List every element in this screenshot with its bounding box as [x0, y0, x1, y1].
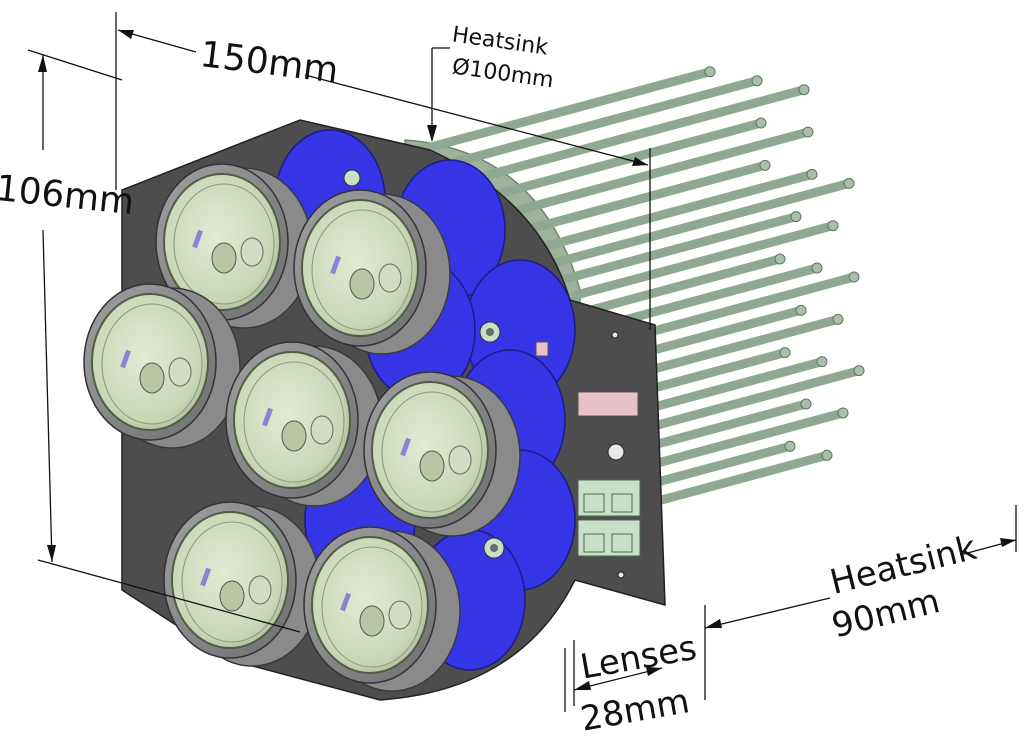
width-dimension: 150mm — [115, 12, 651, 330]
connector-bottom — [577, 519, 641, 557]
mounting-hole-small — [611, 331, 619, 339]
heatsink-pin-tip — [806, 168, 818, 180]
lens-module — [163, 501, 321, 667]
heatsink-pin-tip — [843, 177, 855, 189]
heatsink-pin-tip — [751, 75, 763, 87]
heatsink-length-dimension: Heatsink 90mm — [704, 505, 1017, 700]
heatsink-pin-tip — [802, 126, 814, 138]
heatsink-pin-tip — [784, 440, 796, 452]
lenses-title: Lenses — [577, 628, 699, 688]
heatsink-pin — [415, 67, 715, 155]
heatsink-pin-tip — [800, 398, 812, 410]
lens-module — [363, 371, 521, 537]
lens-module — [303, 526, 461, 692]
heatsink-pin-tip — [811, 262, 823, 274]
heatsink-pin-tip — [821, 449, 833, 461]
heatsink-pin-tip — [755, 117, 767, 129]
heatsink-pin-tip — [779, 347, 791, 359]
heatsink-pin-tip — [827, 220, 839, 232]
heatsink-pin-tip — [832, 313, 844, 325]
heatsink-pin-tip — [774, 253, 786, 265]
heatsink-pin-tip — [853, 365, 865, 377]
heatsink-pin-tip — [790, 211, 802, 223]
connector-top — [577, 479, 641, 517]
heatsink-pin — [445, 118, 766, 212]
heatsink-pin — [435, 85, 809, 193]
lens-module — [155, 163, 313, 329]
screw-top — [479, 321, 501, 343]
lens-module — [293, 189, 451, 355]
lenses-dimension: Lenses 28mm — [564, 628, 700, 740]
lens-array — [83, 163, 521, 692]
mounting-hole — [607, 443, 625, 461]
heatsink-pin-tip — [848, 271, 860, 283]
heatsink-pin-tip — [795, 304, 807, 316]
heatsink-pin-tip — [704, 66, 716, 78]
heatsink-pin-tip — [798, 84, 810, 96]
heatsink-pin-tip — [759, 159, 771, 171]
mounting-hole-small — [617, 571, 625, 579]
heatsink-pin-tip — [837, 407, 849, 419]
screw-upper — [343, 169, 361, 187]
pink-component — [535, 341, 639, 417]
lens-module — [83, 283, 241, 449]
heatsink-pin — [425, 76, 762, 174]
lens-module — [225, 341, 383, 507]
heatsink-diameter-title: Heatsink — [451, 22, 550, 60]
heatsink-diameter-value: Ø100mm — [451, 54, 556, 93]
width-label: 150mm — [198, 34, 341, 92]
heatsink-pin-tip — [816, 356, 828, 368]
screw-bottom — [483, 537, 505, 559]
lenses-value: 28mm — [578, 681, 693, 739]
